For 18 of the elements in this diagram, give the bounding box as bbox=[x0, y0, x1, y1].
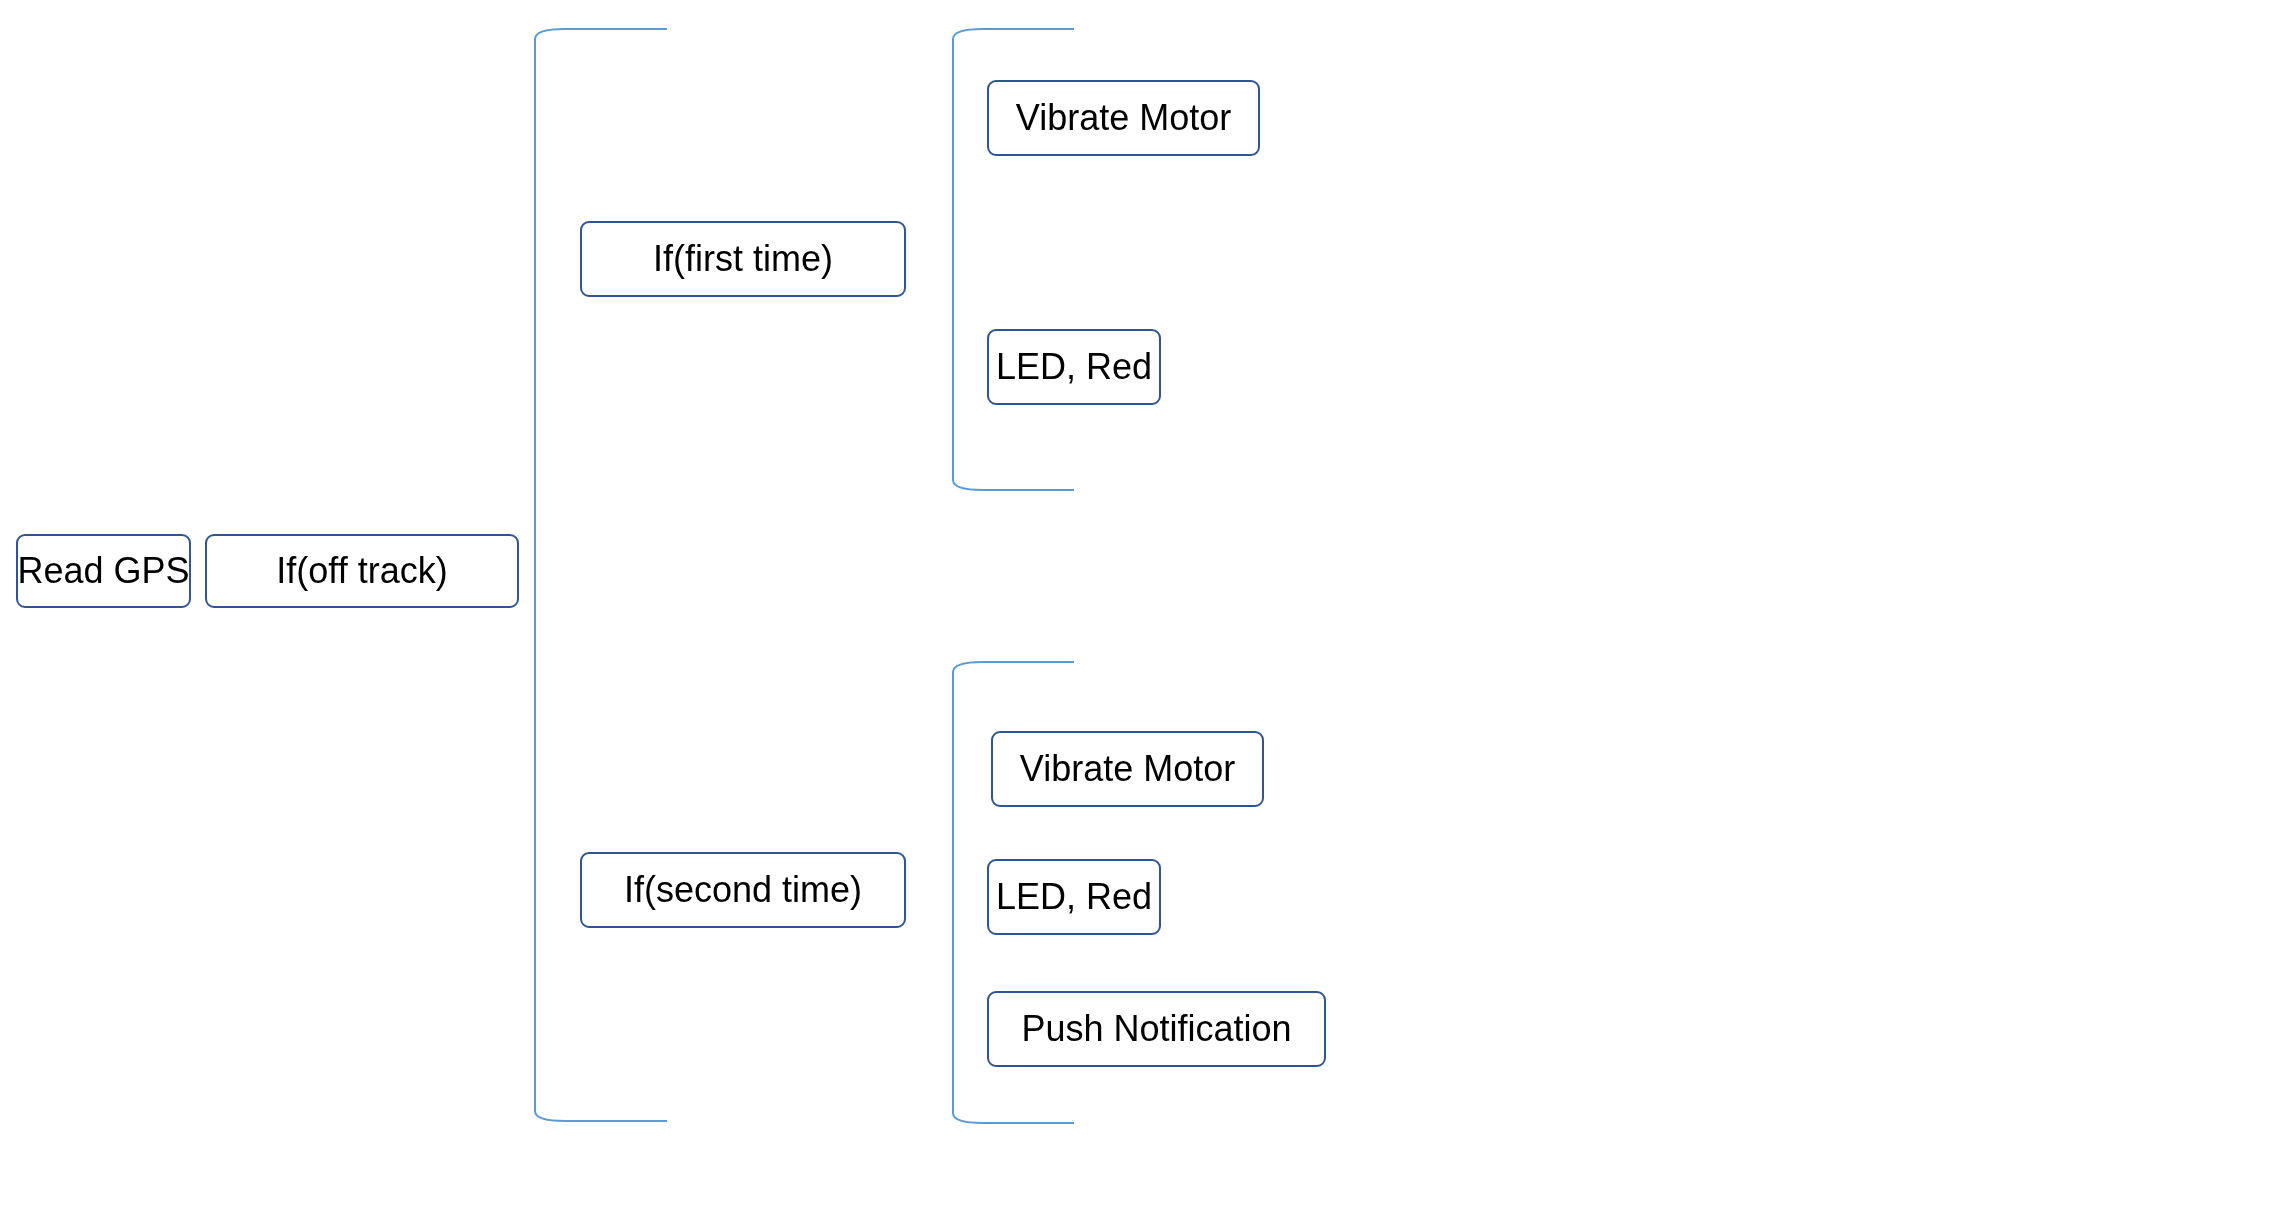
box-label: LED, Red bbox=[995, 876, 1153, 918]
box-label: Push Notification bbox=[1021, 1008, 1292, 1050]
box-label: If(second time) bbox=[623, 869, 863, 911]
box-label: Vibrate Motor bbox=[1015, 97, 1232, 139]
process-box bbox=[205, 534, 519, 608]
box-label: Vibrate Motor bbox=[1019, 748, 1236, 790]
box-label: Read GPS bbox=[17, 550, 190, 592]
process-box bbox=[16, 534, 191, 608]
box-label: If(first time) bbox=[653, 238, 833, 280]
process-box bbox=[987, 859, 1161, 935]
box-label: LED, Red bbox=[995, 346, 1153, 388]
process-box bbox=[991, 731, 1264, 807]
process-box bbox=[987, 80, 1260, 156]
process-box bbox=[580, 221, 906, 297]
box-label: If(off track) bbox=[276, 550, 448, 592]
process-box bbox=[580, 852, 906, 928]
process-box bbox=[987, 329, 1161, 405]
process-box bbox=[987, 991, 1326, 1067]
